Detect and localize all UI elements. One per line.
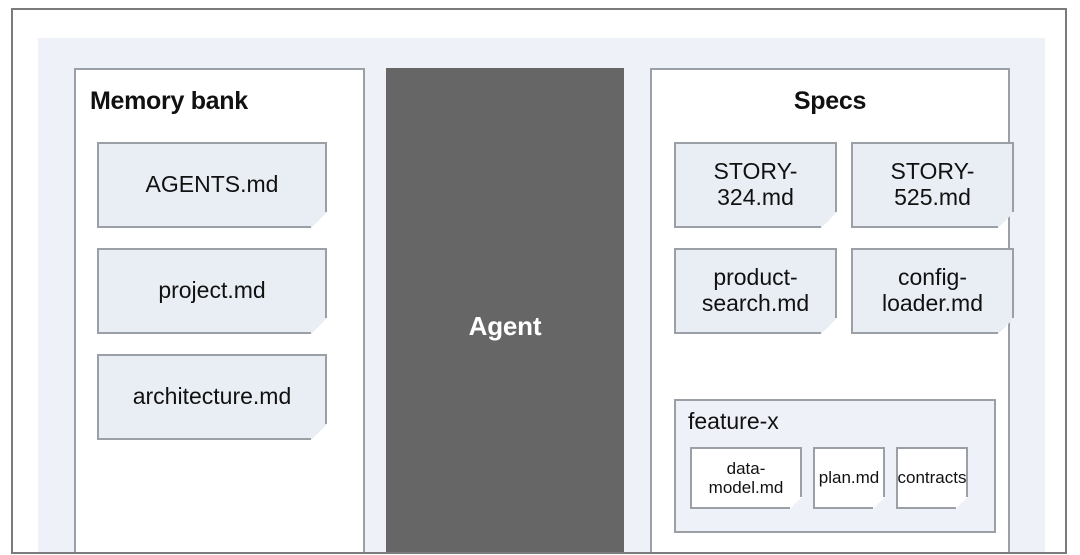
memory-bank-panel: Memory bank AGENTS.md project.md archite… <box>74 68 365 552</box>
page-fold-icon <box>311 424 327 440</box>
file-card-label: data-model.md <box>708 458 784 497</box>
file-card-story-525-md[interactable]: STORY-525.md <box>851 142 1014 228</box>
page-fold-icon <box>956 497 968 509</box>
file-card-label: project.md <box>158 277 266 304</box>
diagram-frame: Memory bank AGENTS.md project.md archite… <box>11 8 1067 554</box>
file-card-label: contracts <box>897 468 967 488</box>
file-card-label: STORY-324.md <box>713 158 798 210</box>
file-card-plan-md[interactable]: plan.md <box>813 447 885 509</box>
specs-title: Specs <box>793 87 867 115</box>
file-card-agents-md[interactable]: AGENTS.md <box>97 142 327 228</box>
file-card-label: product-search.md <box>701 264 810 316</box>
page-fold-icon <box>821 212 837 228</box>
page-fold-icon <box>873 497 885 509</box>
page-fold-icon <box>311 212 327 228</box>
specs-panel: Specs STORY-324.md STORY-525.md product-… <box>650 68 1010 552</box>
file-card-label: plan.md <box>818 468 880 488</box>
page-fold-icon <box>311 318 327 334</box>
file-card-config-loader-md[interactable]: config-loader.md <box>851 248 1014 334</box>
file-card-product-search-md[interactable]: product-search.md <box>674 248 837 334</box>
file-card-label: architecture.md <box>132 383 292 410</box>
feature-x-group-title: feature-x <box>688 408 779 434</box>
file-card-label: STORY-525.md <box>890 158 975 210</box>
page-fold-icon <box>790 497 802 509</box>
agent-label: Agent <box>468 311 542 341</box>
agent-panel[interactable]: Agent <box>386 68 624 552</box>
file-card-project-md[interactable]: project.md <box>97 248 327 334</box>
memory-bank-title: Memory bank <box>90 87 248 115</box>
file-card-data-model-md[interactable]: data-model.md <box>690 447 802 509</box>
page-fold-icon <box>998 212 1014 228</box>
file-card-architecture-md[interactable]: architecture.md <box>97 354 327 440</box>
file-card-contracts[interactable]: contracts <box>896 447 968 509</box>
page-fold-icon <box>821 318 837 334</box>
diagram-canvas: Memory bank AGENTS.md project.md archite… <box>38 38 1045 552</box>
page-fold-icon <box>998 318 1014 334</box>
file-card-label: config-loader.md <box>881 264 983 316</box>
file-card-label: AGENTS.md <box>145 171 279 198</box>
file-card-story-324-md[interactable]: STORY-324.md <box>674 142 837 228</box>
feature-x-group: feature-x data-model.md plan.md contract… <box>674 399 996 533</box>
